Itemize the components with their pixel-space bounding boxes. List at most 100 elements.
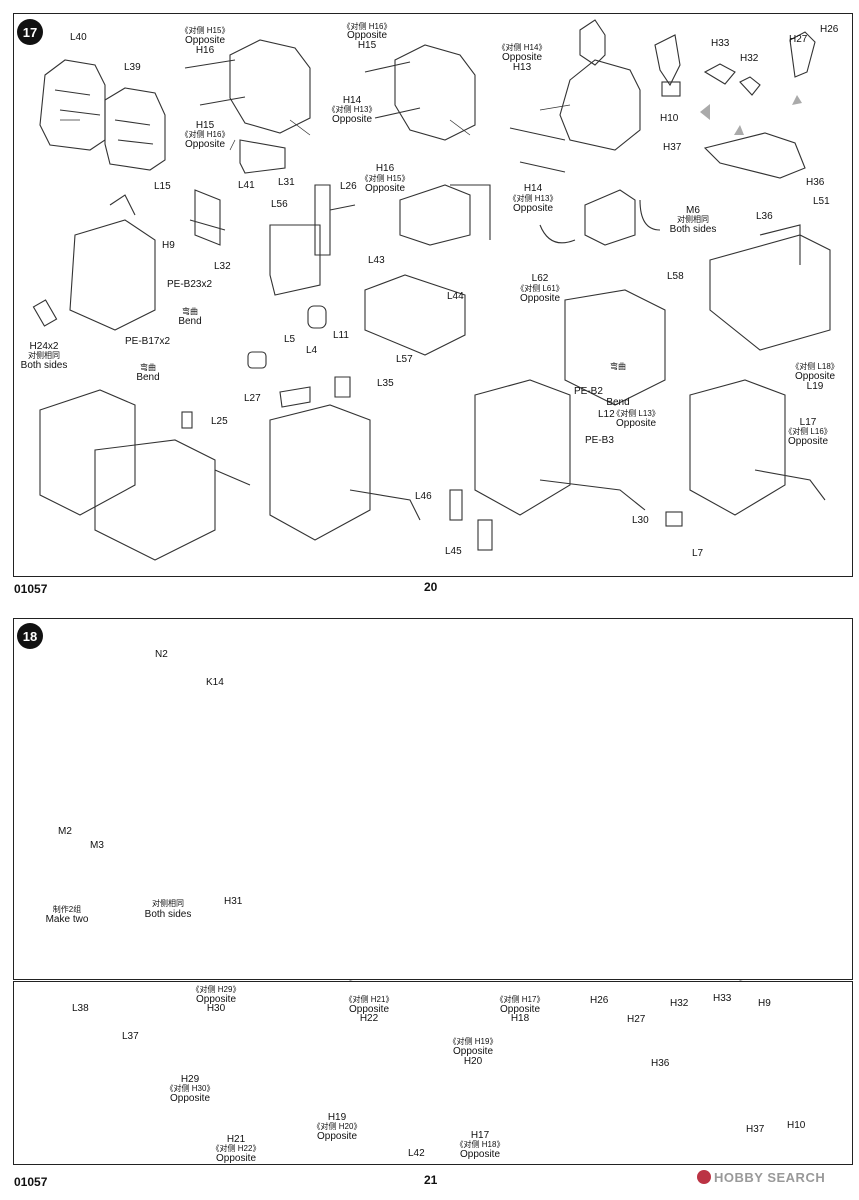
label-H15b: H15 <box>357 40 377 51</box>
label-L46: L46 <box>415 491 432 502</box>
product-code-top: 01057 <box>14 582 48 596</box>
label-L26: L26 <box>340 181 357 192</box>
label-L61-cn: 《对侧 L61》 <box>516 284 564 293</box>
label-H22: H22 <box>359 1013 379 1024</box>
hobby-search-logo-icon <box>697 1170 711 1184</box>
label-bend2-cn: 弯曲 <box>140 363 156 372</box>
label-PE-B3: PE-B3 <box>585 435 614 446</box>
label-L58: L58 <box>667 271 684 282</box>
label-H31: H31 <box>224 896 243 907</box>
label-bend2: Bend <box>136 372 160 383</box>
label-L30: L30 <box>632 515 649 526</box>
label-H24: H24x2 <box>29 341 59 352</box>
page-number-bottom: 21 <box>424 1173 438 1187</box>
label-L7: L7 <box>692 548 704 559</box>
label-H22-cn: 《对侧 H22》 <box>211 1144 261 1153</box>
label-bend1: Bend <box>178 316 202 327</box>
step-18-badge: 18 <box>17 623 43 649</box>
label-H13-opposite: Opposite <box>331 114 373 125</box>
label-M6-cn: 对侧相同 <box>677 215 709 224</box>
label-L4: L4 <box>306 345 318 356</box>
label-L38: L38 <box>72 1003 89 1014</box>
label-H21: H21 <box>226 1134 246 1145</box>
label-L12: L12 <box>598 409 615 420</box>
label-H10: H10 <box>660 113 679 124</box>
label-H13-cn: 《对侧 H13》 <box>327 105 377 114</box>
label-H15b-opposite: Opposite <box>364 183 406 194</box>
label-H20-cn: 《对侧 H20》 <box>312 1122 362 1131</box>
label-H21-cn: 《对侧 H21》 <box>344 995 394 1004</box>
label-H36: H36 <box>806 177 825 188</box>
label-L19: L19 <box>806 381 824 392</box>
label-H20: H20 <box>463 1056 483 1067</box>
label-L13-cn: 《对侧 L13》 <box>612 409 660 418</box>
label-H16-top-cn: 《对侧 H16》 <box>342 22 392 31</box>
label-L62: L62 <box>531 273 549 284</box>
label-H30: H30 <box>206 1003 226 1014</box>
label-K14: K14 <box>206 677 224 688</box>
label-H17-opposite: Opposite <box>499 1004 541 1015</box>
label-L45: L45 <box>445 546 462 557</box>
label-L40: L40 <box>70 32 87 43</box>
label-both: Both sides <box>144 909 192 920</box>
label-H33: H33 <box>711 38 730 49</box>
label-H29-cn: 《对侧 H29》 <box>191 985 241 994</box>
step-17-panel <box>13 13 853 577</box>
label-H36b: H36 <box>651 1058 670 1069</box>
label-H17-cn: 《对侧 H17》 <box>495 995 545 1004</box>
label-H32b: H32 <box>670 998 689 1009</box>
label-H37b: H37 <box>746 1124 765 1135</box>
label-M3: M3 <box>90 840 104 851</box>
label-N2: N2 <box>155 649 168 660</box>
product-code-bottom: 01057 <box>14 1175 48 1189</box>
label-M6: M6 <box>686 205 700 216</box>
label-H14: H14 <box>342 95 362 106</box>
label-L16-cn: 《对侧 L16》 <box>784 427 832 436</box>
label-H14-cn: 《对侧 H14》 <box>497 43 547 52</box>
label-L36: L36 <box>756 211 773 222</box>
label-PE-B17: PE-B17x2 <box>125 336 171 347</box>
label-H22-opposite: Opposite <box>215 1153 257 1164</box>
step-18b-panel <box>13 981 853 1165</box>
label-PE-B23: PE-B23x2 <box>167 279 213 290</box>
label-H18: H18 <box>510 1013 530 1024</box>
label-L39: L39 <box>124 62 141 73</box>
label-H16-opposite: Opposite <box>184 139 226 150</box>
label-L11: L11 <box>333 330 349 341</box>
label-L42: L42 <box>408 1148 425 1159</box>
label-L31: L31 <box>278 177 295 188</box>
label-H18-cn: 《对侧 H18》 <box>455 1140 505 1149</box>
label-M6-both: Both sides <box>669 224 717 235</box>
label-H9: H9 <box>162 240 175 251</box>
label-bend3: Bend <box>606 397 630 408</box>
label-H13b-opposite: Opposite <box>512 203 554 214</box>
page-number-top: 20 <box>424 580 438 594</box>
label-L51: L51 <box>813 196 830 207</box>
label-L37: L37 <box>122 1031 139 1042</box>
label-H19-cn: 《对侧 H19》 <box>448 1037 498 1046</box>
label-H19: H19 <box>327 1112 347 1123</box>
label-L57: L57 <box>396 354 413 365</box>
label-L5: L5 <box>284 334 296 345</box>
label-H29-opposite: Opposite <box>195 994 237 1005</box>
label-H16-cn: 《对侧 H16》 <box>180 130 230 139</box>
label-H26: H26 <box>820 24 839 35</box>
step-17-badge: 17 <box>17 19 43 45</box>
label-L35: L35 <box>377 378 394 389</box>
label-L15: L15 <box>154 181 171 192</box>
label-H15-cn: 《对侧 H15》 <box>180 26 230 35</box>
label-H14-opposite: Opposite <box>501 52 543 63</box>
label-L44: L44 <box>447 291 464 302</box>
label-H15-opposite: Opposite <box>184 35 226 46</box>
label-L27: L27 <box>244 393 261 404</box>
label-H18-opposite: Opposite <box>459 1149 501 1160</box>
label-H21-opposite: Opposite <box>348 1004 390 1015</box>
label-L17: L17 <box>799 417 817 428</box>
label-H27b: H27 <box>627 1014 646 1025</box>
label-H24-cn: 对侧相同 <box>28 351 60 360</box>
label-L61-opposite: Opposite <box>519 293 561 304</box>
label-H17: H17 <box>470 1130 490 1141</box>
label-H29: H29 <box>180 1074 200 1085</box>
label-H27: H27 <box>789 34 808 45</box>
label-H24-both: Both sides <box>20 360 68 371</box>
